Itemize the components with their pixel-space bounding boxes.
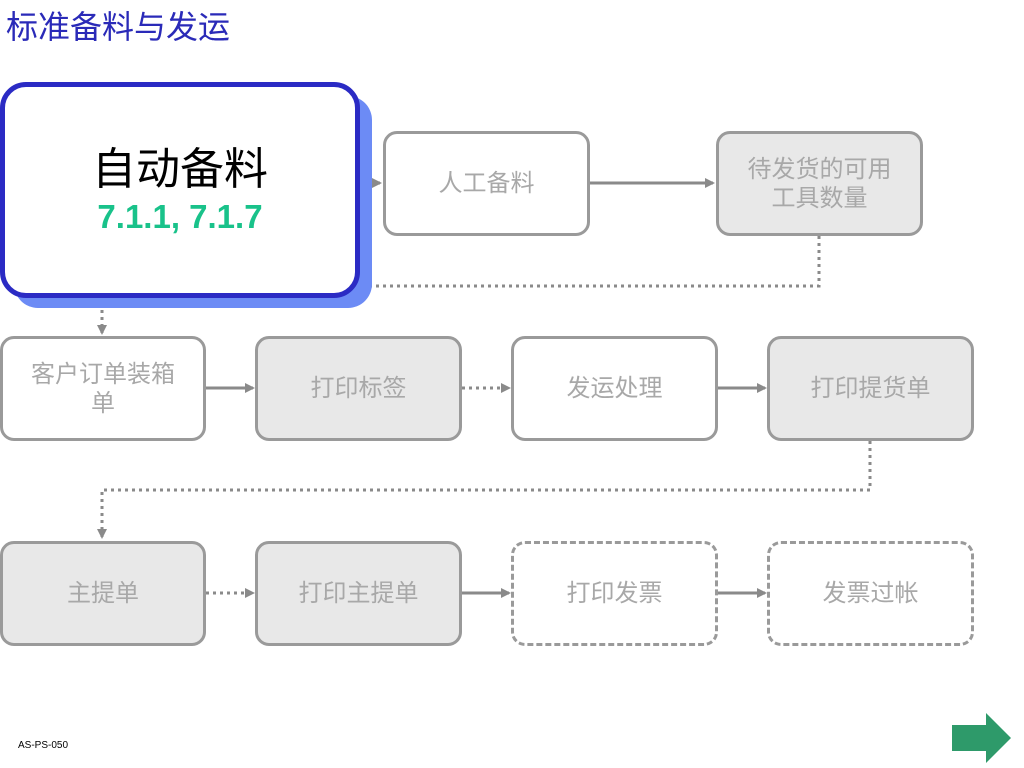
dotted-bol-to-master	[97, 441, 872, 539]
slide-code: AS-PS-050	[18, 740, 69, 751]
node-master-bill[interactable]: 主提单	[0, 541, 206, 646]
node-available-tools[interactable]: 待发货的可用 工具数量	[716, 131, 923, 236]
auto-picking-reference: 7.1.1, 7.1.7	[97, 198, 263, 235]
auto-picking-title: 自动备料	[92, 144, 268, 195]
node-print-bill-of-lading[interactable]: 打印提货单	[767, 336, 974, 441]
node-print-invoice[interactable]: 打印发票	[511, 541, 718, 646]
node-manual-picking[interactable]: 人工备料	[383, 131, 590, 236]
dotted-available-back	[360, 236, 821, 288]
page-title: 标准备料与发运	[6, 8, 231, 46]
node-print-labels[interactable]: 打印标签	[255, 336, 462, 441]
auto-picking-box[interactable]: 自动备料 7.1.1, 7.1.7	[0, 82, 360, 298]
right-arrow-icon[interactable]	[952, 713, 1012, 763]
node-print-master-bill[interactable]: 打印主提单	[255, 541, 462, 646]
node-invoice-posting[interactable]: 发票过帐	[767, 541, 974, 646]
node-customer-order-packing[interactable]: 客户订单装箱 单	[0, 336, 206, 441]
node-shipping-processing[interactable]: 发运处理	[511, 336, 718, 441]
